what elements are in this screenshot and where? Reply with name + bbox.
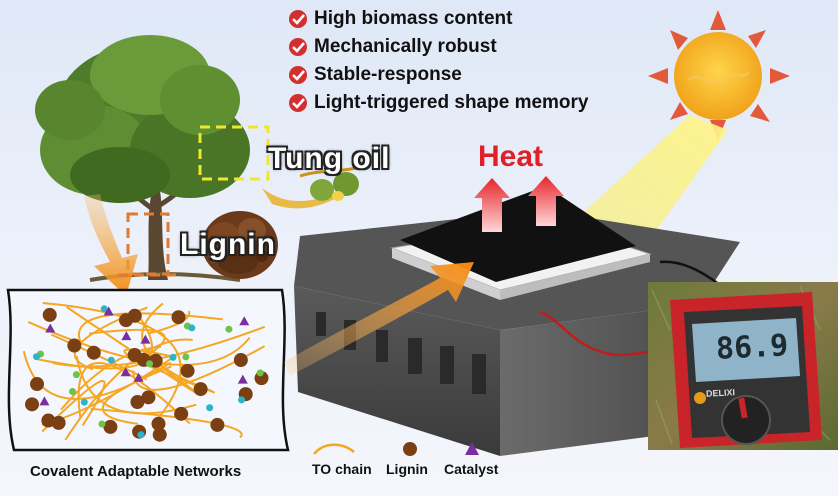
lignin-node [180,363,195,378]
feature-item: Stable-response [288,63,462,87]
crosslink-node [107,356,115,364]
catalyst-legend-icon [465,442,479,455]
crosslink-node [225,325,233,333]
catalyst-node [237,374,248,384]
catalyst-node [133,372,144,382]
flow-arrow-down [84,194,138,296]
catalyst-node [120,367,131,377]
crosslink-node [256,369,264,377]
crosslink-node [72,371,80,379]
lignin-node [127,308,142,323]
crosslink-node [238,396,246,404]
chain-segment [41,380,106,433]
catalyst-node [39,396,50,406]
feature-label: Mechanically robust [314,36,497,57]
legend-lignin: Lignin [386,461,428,477]
crosslink-node [33,353,41,361]
lignin-node [174,406,189,421]
feature-item: Light-triggered shape memory [288,91,589,115]
lignin-node [151,416,166,431]
crosslink-node [100,305,108,313]
lignin-node [152,427,167,442]
lignin-node [30,377,45,392]
chain-segment [42,301,182,419]
feature-label: High biomass content [314,8,513,29]
sun-icon [648,10,790,140]
tung-oil-label: Tung oil [268,142,391,175]
crosslink-node [146,360,154,368]
feature-label: Light-triggered shape memory [314,92,589,113]
catalyst-node [140,334,151,344]
lignin-label: Lignin [180,228,276,261]
lignin-node [86,345,101,360]
lignin-node [130,395,145,410]
chain-segment [27,321,251,366]
lignin-node [25,397,40,412]
lignin-node [171,310,186,325]
catalyst-node [103,306,114,316]
lignin-node [103,419,118,434]
check-circle-icon [289,94,307,112]
feature-item: High biomass content [288,7,512,31]
lignin-node [141,390,156,405]
catalyst-node [45,323,56,333]
lignin-powder-illustration [202,211,278,279]
tung-highlight-box [198,125,270,181]
crosslink-node [137,431,145,439]
network-caption: Covalent Adaptable Networks [30,463,242,480]
check-circle-icon [289,38,307,56]
multimeter-photo [648,282,838,450]
lignin-legend-icon [403,442,417,456]
heat-arrows [474,176,564,232]
legend-to-chain: TO chain [312,461,372,477]
check-circle-icon [289,66,307,84]
lignin-node [210,417,225,432]
lignin-node [233,353,248,368]
feature-label: Stable-response [314,64,462,85]
crosslink-node [182,353,190,361]
flow-arrow-to-device [284,262,474,376]
lignin-node [127,348,142,363]
feature-item: Mechanically robust [288,35,497,59]
crosslink-node [69,387,77,395]
to-chain-legend-icon [313,443,355,455]
network-nodes [25,305,269,442]
chain-segment [60,345,162,411]
chain-segment [102,365,172,425]
lignin-node [193,382,208,397]
chain-segment [75,355,197,415]
crosslink-node [98,420,106,428]
heat-label: Heat [478,140,544,173]
crosslink-node [80,398,88,406]
lignin-node [67,338,82,353]
check-circle-icon [289,10,307,28]
chain-segment [77,362,191,425]
legend-catalyst: Catalyst [444,461,499,477]
lignin-node [42,307,57,322]
network-panel [6,288,290,452]
crosslink-node [188,324,196,332]
crosslink-node [206,404,214,412]
lignin-node [51,415,66,430]
catalyst-node [121,331,132,341]
catalyst-node [239,316,250,326]
multimeter-reading: 86.9 [715,328,790,367]
multimeter-brand: DELIXI [705,387,736,399]
trunk-highlight-box [126,212,170,276]
tree-illustration [35,35,250,282]
tung-oil-illustration [262,166,359,209]
crosslink-node [169,353,177,361]
